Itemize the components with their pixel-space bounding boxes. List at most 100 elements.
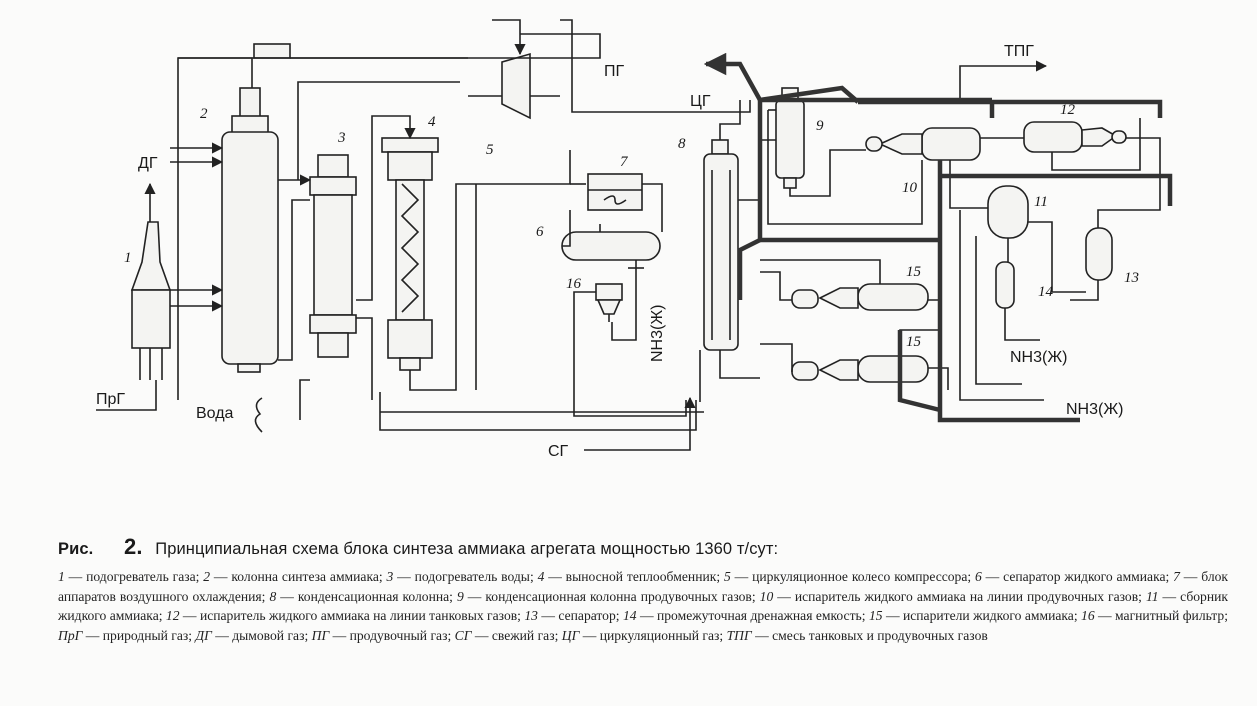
figure-label-prefix: Рис. (58, 540, 94, 558)
stream-label-nh3-liquid-1: NH3(Ж) (649, 305, 666, 362)
figure-legend: 1 — подогреватель газа; 2 — колонна синт… (58, 567, 1228, 645)
legend-item: 15 — испарители жидкого аммиака; (869, 608, 1081, 623)
legend-text: — сепаратор; (537, 608, 623, 623)
ammonia-lines-thick (703, 52, 1173, 423)
legend-text: — смесь танковых и продувочных газов (751, 627, 988, 643)
stream-label-pg: ПГ (604, 63, 625, 80)
legend-code: 6 (975, 569, 982, 584)
legend-code: 11 (1145, 588, 1159, 604)
figure-number: 2. (124, 534, 143, 559)
stream-labels: ДГ ПрГ Вода ПГ ЦГ ТПГ СГ NH3(Ж) NH3(Ж) N… (96, 43, 1123, 460)
equipment-number-7: 7 (620, 154, 629, 170)
equipment-number-12: 12 (1060, 102, 1076, 118)
legend-code: 4 (537, 569, 545, 584)
legend-code: ДГ (195, 627, 212, 643)
legend-text: — колонна синтеза аммиака; (210, 569, 387, 584)
air-coolers-7 (587, 173, 643, 211)
legend-item: ДГ — дымовой газ; (195, 628, 311, 643)
legend-code: ЦГ (561, 627, 580, 643)
legend-code: 13 (524, 608, 538, 623)
stream-label-dg: ДГ (138, 155, 158, 172)
legend-code: 12 (165, 608, 180, 623)
legend-code: 10 (759, 588, 774, 604)
legend-text: — циркуляционный газ; (579, 627, 727, 643)
legend-item: 11 — сборник жидкого аммиака; (58, 589, 1228, 624)
collector-11 (987, 185, 1029, 239)
purge-gas-column-9 (775, 87, 805, 189)
heat-exchanger-4 (381, 137, 439, 371)
legend-item: 4 — выносной теплообменник; (538, 569, 724, 584)
legend-code: 9 (456, 588, 464, 604)
equipment-number-10: 10 (902, 180, 918, 196)
legend-code: СГ (454, 627, 472, 643)
legend-text: — испаритель жидкого аммиака на линии пр… (773, 588, 1146, 604)
equipment-number-8: 8 (678, 136, 686, 152)
legend-code: 5 (723, 569, 731, 584)
legend-item: 10 — испаритель жидкого аммиака на линии… (760, 589, 1146, 604)
legend-code: 14 (622, 608, 637, 623)
stream-label-voda: Вода (196, 405, 234, 422)
legend-item: ТПГ — смесь танковых и продувочных газов (727, 628, 988, 643)
separator-6 (561, 224, 661, 269)
legend-item: 8 — конденсационная колонна; (269, 589, 457, 604)
legend-item: ПГ — продувочный газ; (312, 628, 455, 643)
evaporators-15 (791, 283, 929, 383)
equipment-numbers: 1 2 3 4 5 6 7 8 9 10 11 12 13 14 15 15 1… (124, 102, 1139, 350)
legend-item: 6 — сепаратор жидкого аммиака; (975, 569, 1173, 584)
stream-label-nh3-liquid-3: NH3(Ж) (1066, 401, 1123, 418)
stream-label-tpg: ТПГ (1004, 43, 1034, 60)
legend-item: 5 — циркуляционное колесо компрессора; (724, 569, 975, 584)
legend-text: — магнитный фильтр; (1094, 608, 1228, 623)
equipment-number-15b: 15 (906, 334, 922, 350)
legend-code: 1 (58, 569, 65, 584)
figure-title-line: Рис. 2. Принципиальная схема блока синте… (58, 534, 1228, 560)
equipment-number-16: 16 (566, 276, 582, 292)
legend-text: — конденсационная колонна; (276, 588, 457, 604)
figure-caption: Рис. 2. Принципиальная схема блока синте… (58, 534, 1228, 645)
legend-item: 2 — колонна синтеза аммиака; (203, 569, 386, 584)
legend-code: 7 (1173, 569, 1180, 584)
equipment-number-5: 5 (486, 142, 494, 158)
legend-text: — сборник жидкого аммиака; (58, 588, 1229, 624)
process-lines (170, 19, 1161, 451)
legend-item: 3 — подогреватель воды; (387, 569, 538, 584)
legend-item: 13 — сепаратор; (524, 608, 623, 623)
equipment-number-6: 6 (536, 224, 544, 240)
synthesis-column-2 (221, 87, 279, 373)
compressor-wheel-5 (468, 52, 560, 120)
equipment-number-2: 2 (200, 106, 208, 122)
equipment-number-1: 1 (124, 250, 132, 266)
legend-text: — испарители жидкого аммиака; (882, 608, 1082, 623)
drain-vessel-14 (995, 261, 1015, 309)
separator-13 (1085, 227, 1113, 281)
legend-code: 16 (1081, 608, 1095, 623)
legend-code: 3 (386, 569, 394, 584)
legend-item: ЦГ — циркуляционный газ; (562, 628, 727, 643)
legend-text: — продувочный газ; (329, 627, 455, 643)
equipment-number-4: 4 (428, 114, 436, 130)
gas-heater-1 (130, 221, 172, 380)
legend-item: ПрГ — природный газ; (58, 628, 195, 643)
legend-text: — испаритель жидкого аммиака на линии та… (179, 608, 525, 623)
legend-code: ТПГ (726, 627, 752, 643)
legend-text: — конденсационная колонна продувочных га… (463, 588, 760, 604)
legend-text: — промежуточная дренажная емкость; (636, 608, 869, 623)
legend-text: — подогреватель газа; (64, 569, 204, 584)
legend-text: — подогреватель воды; (393, 569, 538, 584)
equipment-number-3: 3 (337, 130, 346, 146)
legend-text: — циркуляционное колесо компрессора; (730, 569, 976, 584)
legend-text: — выносной теплообменник; (544, 569, 724, 584)
legend-code: 2 (203, 569, 211, 584)
legend-code: ПрГ (58, 627, 83, 643)
stream-label-cg: ЦГ (690, 93, 711, 110)
legend-item: СГ — свежий газ; (455, 628, 562, 643)
legend-item: 1 — подогреватель газа; (58, 569, 203, 584)
legend-item: 16 — магнитный фильтр; (1081, 608, 1228, 623)
evaporator-10 (865, 127, 981, 161)
process-flow-diagram: 1 2 3 4 5 6 7 8 9 10 11 12 13 14 15 15 1… (96, 19, 1173, 460)
equipment-number-13: 13 (1124, 270, 1139, 286)
legend-text: — дымовой газ; (211, 627, 312, 643)
stream-label-nh3-liquid-2: NH3(Ж) (1010, 349, 1067, 366)
stream-label-sg: СГ (548, 443, 569, 460)
legend-item: 14 — промежуточная дренажная емкость; (623, 608, 869, 623)
